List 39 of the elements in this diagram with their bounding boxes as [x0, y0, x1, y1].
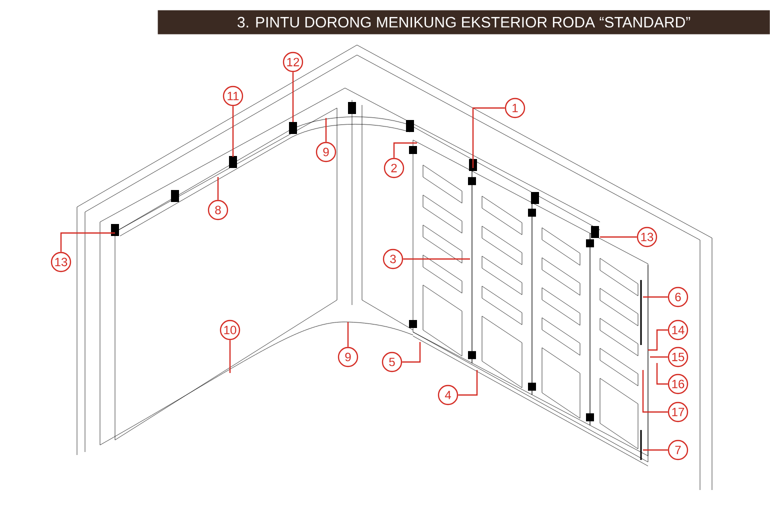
- callout-number: 16: [668, 374, 688, 394]
- leader-line: [642, 370, 668, 413]
- leader-line: [643, 449, 668, 451]
- leader-line: [472, 107, 505, 168]
- callout-number: 14: [668, 320, 688, 340]
- title-banner: 3. PINTU DORONG MENIKUNG EKSTERIOR RODA “STANDARD”: [158, 10, 770, 34]
- leader-line: [648, 329, 668, 351]
- callout-number: 9: [338, 346, 358, 368]
- callout-number: 7: [668, 440, 688, 460]
- leader-line: [292, 72, 294, 122]
- leader-line: [600, 236, 637, 238]
- leader-line: [217, 177, 219, 200]
- callout-number: 8: [208, 200, 228, 220]
- callout-number: 11: [222, 86, 244, 106]
- leader-line: [232, 106, 234, 157]
- callout-number: 17: [668, 402, 688, 422]
- callout-number: 3: [382, 248, 404, 270]
- callout-number: 6: [668, 286, 688, 308]
- leader-line: [347, 322, 349, 347]
- leader-line: [656, 363, 668, 385]
- leader-line: [229, 340, 231, 373]
- leader-line: [393, 142, 417, 158]
- callout-number: 5: [382, 352, 402, 372]
- callout-number: 10: [220, 320, 240, 340]
- callout-number: 15: [668, 346, 688, 368]
- leader-line: [403, 258, 470, 260]
- callout-number: 13: [636, 226, 658, 248]
- callout-number: 2: [384, 158, 404, 178]
- leader-line: [325, 118, 327, 142]
- callout-number: 13: [50, 252, 72, 272]
- callout-number: 4: [438, 384, 458, 406]
- leader-line: [643, 296, 668, 298]
- callout-number: 12: [282, 52, 304, 72]
- leader-line: [650, 356, 668, 358]
- callout-number: 9: [316, 142, 336, 162]
- leader-line: [402, 342, 421, 363]
- leader-line: [458, 370, 478, 396]
- leader-line: [60, 232, 115, 252]
- callout-number: 1: [504, 98, 526, 118]
